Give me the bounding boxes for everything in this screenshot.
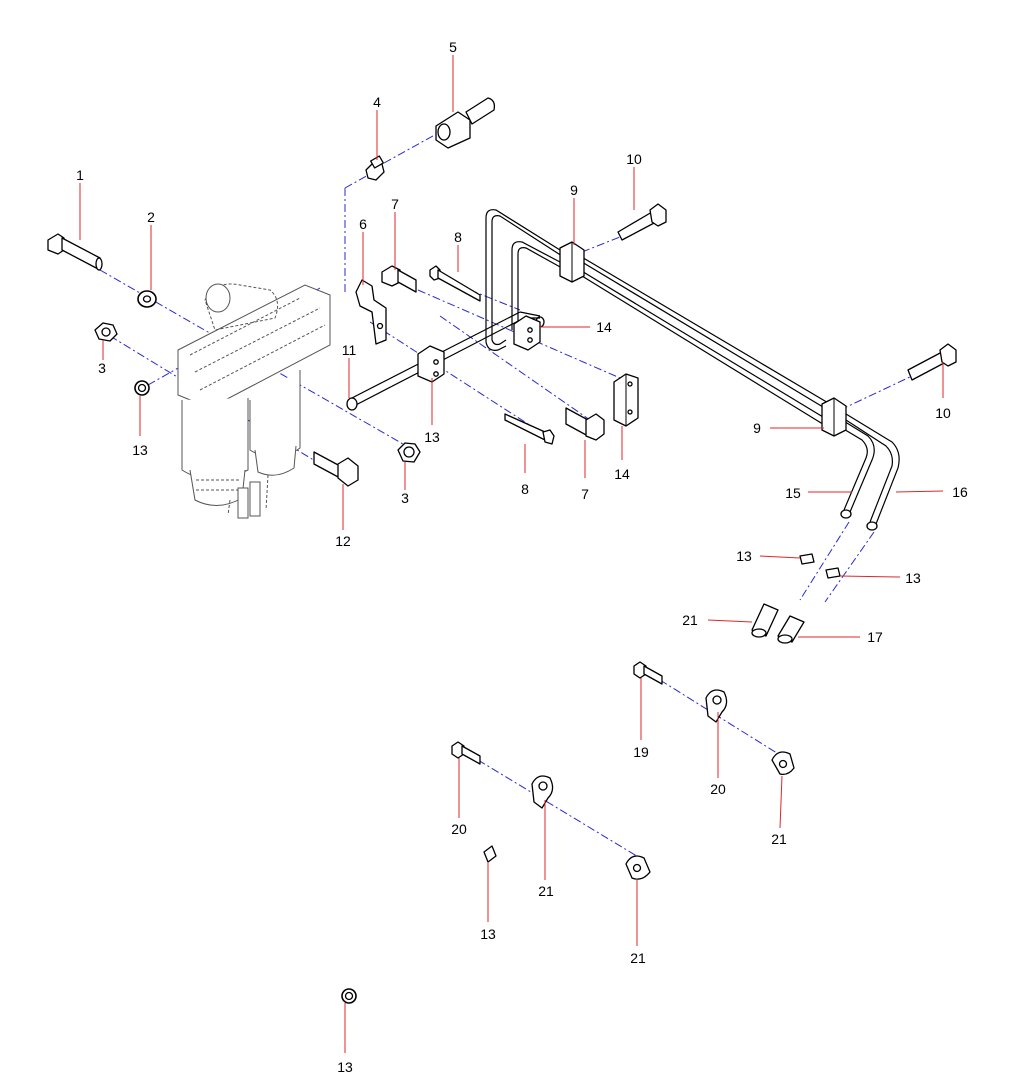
bolt-part-10-upper (617, 203, 667, 241)
callout-13-left: 13 (132, 442, 148, 458)
pin-part-8-upper (429, 265, 481, 302)
fuel-pipe-assembly (346, 209, 900, 531)
callout-3-left: 3 (98, 360, 106, 376)
clamp-block-part-9-lower (821, 397, 847, 437)
clamp-block-part-9-upper (559, 241, 585, 283)
clamp-block-part-14-right (513, 315, 541, 351)
callout-13-pipe-a: 13 (736, 548, 752, 564)
callout-13-pipe-b: 13 (905, 570, 921, 586)
bolt-part-10-lower (907, 343, 957, 381)
callout-9-upper: 9 (570, 182, 578, 198)
callout-21-a: 20 (710, 781, 726, 797)
callout-20-left: 20 (451, 821, 467, 837)
screw-part-20-left (451, 741, 481, 765)
clamp-block-part-14-left (417, 345, 445, 383)
clip-part-13-left (134, 380, 150, 396)
callout-4: 4 (373, 94, 381, 110)
callout-15: 14 (614, 466, 630, 482)
clip-part-13-bottom (341, 988, 357, 1004)
callout-2: 2 (147, 209, 155, 225)
callout-10-lower: 10 (935, 405, 951, 421)
block-part-15 (613, 373, 639, 427)
callout-13-bottom: 13 (337, 1059, 353, 1075)
bolt-part-1 (47, 233, 103, 271)
bolt-part-7-upper (381, 265, 417, 293)
p-clip-part-21-d (625, 855, 651, 880)
callout-8-upper: 8 (454, 229, 462, 245)
connector-part-5 (435, 97, 496, 149)
screw-part-20-right (633, 661, 663, 685)
fuel-filter-housing-ghost (177, 283, 331, 519)
bolt-part-7-lower (565, 407, 605, 441)
callout-labels: 1 2 3 3 4 5 6 7 7 8 8 9 9 10 10 11 12 13… (76, 39, 968, 1075)
nut-part-3-left (94, 322, 118, 342)
clip-part-13-pipe-a (799, 553, 815, 565)
callout-3-center: 3 (401, 490, 409, 506)
callout-16: 15 (785, 485, 801, 501)
callout-21-c: 21 (538, 883, 554, 899)
callout-14-left: 13 (424, 429, 440, 445)
callout-9-lower: 9 (753, 420, 761, 436)
sleeve-part-30 (751, 603, 779, 638)
p-clip-part-21-b (771, 751, 795, 776)
callout-12: 12 (335, 533, 351, 549)
clip-part-13-pipe-b (825, 567, 841, 579)
callout-14-right: 14 (596, 319, 612, 335)
pin-part-8-lower (504, 413, 555, 445)
callout-11: 11 (342, 342, 357, 358)
callout-21-b: 21 (771, 831, 787, 847)
callout-7-upper: 7 (391, 196, 399, 212)
callout-10-upper: 10 (626, 151, 642, 167)
fitting-part-4 (365, 155, 385, 181)
callout-30: 21 (682, 612, 698, 628)
callout-20-right: 19 (633, 744, 649, 760)
clip-part-13-lower (483, 845, 497, 863)
callout-13-lower: 13 (480, 926, 496, 942)
callout-17: 16 (952, 484, 968, 500)
washer-part-2 (137, 290, 157, 308)
callout-7-lower: 7 (581, 486, 589, 502)
nut-part-3-center (397, 442, 421, 463)
bolt-part-12 (313, 451, 359, 487)
callout-6: 6 (359, 216, 367, 232)
sleeve-part-19 (777, 615, 805, 644)
callout-1: 1 (76, 167, 84, 183)
callout-21-d: 21 (630, 950, 646, 966)
leader-lines (79, 55, 944, 1053)
p-clip-part-21-c (531, 775, 554, 809)
callout-8-lower: 8 (521, 481, 529, 497)
callout-5: 5 (449, 39, 457, 55)
callout-19: 17 (867, 629, 883, 645)
p-clip-part-21-a (705, 689, 728, 723)
bracket-part-6 (355, 279, 387, 345)
